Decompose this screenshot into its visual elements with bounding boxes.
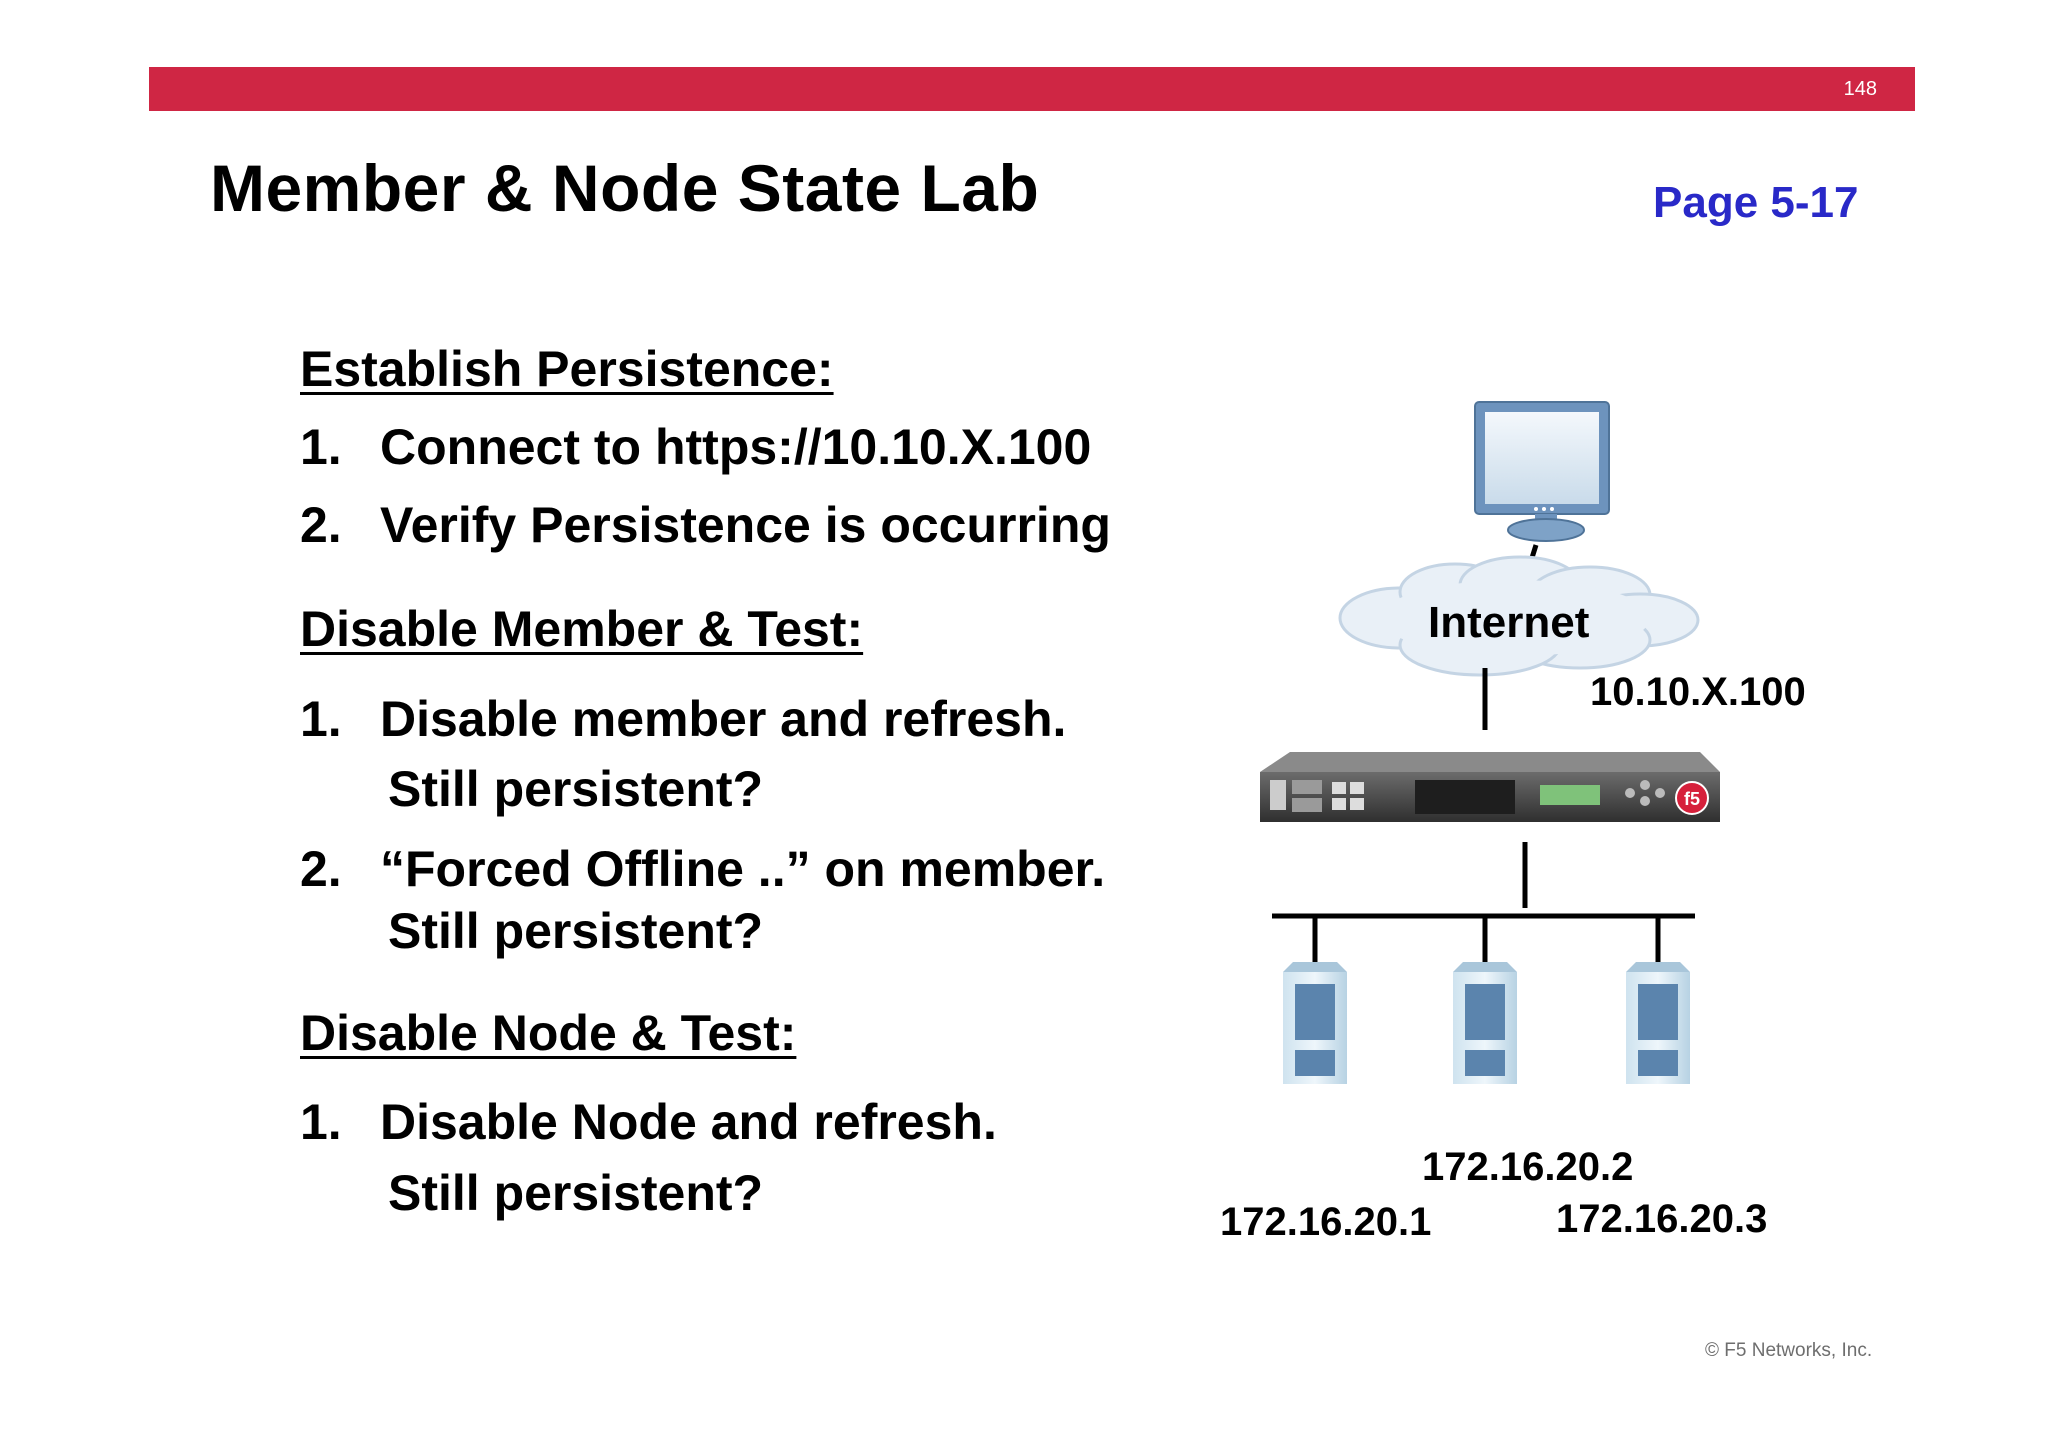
- step-text: Disable member and refresh.: [380, 691, 1067, 747]
- server-1-ip: 172.16.20.1: [1220, 1200, 1432, 1244]
- load-balancer-icon: f5: [1260, 752, 1720, 822]
- step-question: Still persistent?: [388, 761, 764, 817]
- server-3-ip: 172.16.20.3: [1556, 1197, 1768, 1241]
- step-number: 1.: [300, 691, 342, 747]
- cloud-icon: [1338, 555, 1700, 677]
- page-number: 148: [1843, 78, 1877, 100]
- step-text: “Forced Offline ..” on member.: [380, 841, 1106, 897]
- step-question: Still persistent?: [388, 903, 764, 959]
- step-forced-offline: 2. “Forced Offline ..” on member.: [300, 840, 1105, 898]
- step-number: 2.: [300, 497, 342, 553]
- step-text: Verify Persistence is occurring: [380, 497, 1111, 553]
- step-verify: 2. Verify Persistence is occurring: [300, 496, 1111, 554]
- step-number: 1.: [300, 419, 342, 475]
- slide-title: Member & Node State Lab: [210, 151, 1040, 225]
- heading-disable-node: Disable Node & Test:: [300, 1005, 797, 1061]
- heading-establish-persistence: Establish Persistence:: [300, 341, 834, 397]
- server-icon: [1626, 962, 1690, 1084]
- step-disable-member: 1. Disable member and refresh.: [300, 690, 1066, 748]
- diagram-graphics: f5: [1260, 401, 1720, 1084]
- step-number: 2.: [300, 841, 342, 897]
- vip-address-label: 10.10.X.100: [1590, 670, 1806, 714]
- step-question: Still persistent?: [388, 1165, 764, 1221]
- internet-label: Internet: [1428, 598, 1590, 647]
- server-icon: [1453, 962, 1517, 1084]
- server-icon: [1283, 962, 1347, 1084]
- heading-disable-member: Disable Member & Test:: [300, 601, 864, 657]
- f5-badge: f5: [1684, 789, 1700, 809]
- step-text: Disable Node and refresh.: [380, 1094, 997, 1150]
- header-bar: 148: [149, 67, 1915, 111]
- page-reference: Page 5-17: [1653, 178, 1859, 227]
- server-2-ip: 172.16.20.2: [1422, 1145, 1634, 1189]
- step-number: 1.: [300, 1094, 342, 1150]
- step-disable-node: 1. Disable Node and refresh.: [300, 1093, 997, 1151]
- network-diagram: f5 Internet 10.10.X.100 172.16.20.2 1: [1200, 380, 1806, 1260]
- monitor-icon: [1474, 401, 1610, 542]
- step-connect: 1. Connect to https://10.10.X.100: [300, 418, 1091, 476]
- copyright: © F5 Networks, Inc.: [1705, 1340, 1873, 1361]
- step-text: Connect to https://10.10.X.100: [380, 419, 1092, 475]
